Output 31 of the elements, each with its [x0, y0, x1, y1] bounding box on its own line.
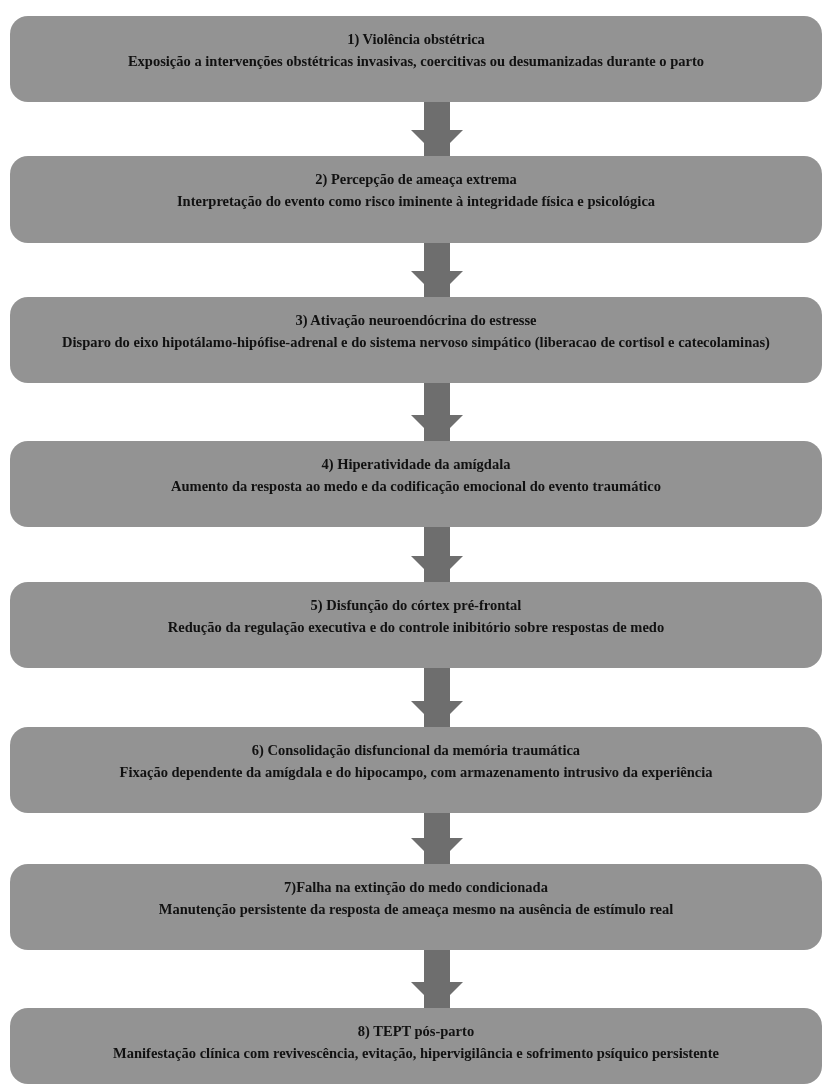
arrow	[411, 102, 463, 159]
step-description: Interpretação do evento como risco iminente à integridade física e psicológica	[176, 192, 656, 212]
arrow	[411, 383, 463, 444]
process-box	[10, 156, 822, 243]
step-title: 7)Falha na extinção do medo condicionada	[284, 878, 548, 897]
process-box	[10, 864, 822, 950]
step-description: Manutenção persistente da resposta de ameaça mesmo na ausência de estímulo real	[158, 900, 674, 920]
step-description: Redução da regulação executiva e do controle inibitório sobre respostas de medo	[167, 618, 665, 638]
step-title: 4) Hiperatividade da amígdala	[321, 455, 511, 474]
process-box	[10, 582, 822, 668]
arrow	[411, 243, 463, 300]
process-box	[10, 1008, 822, 1084]
arrow	[411, 527, 463, 585]
step-title: 8) TEPT pós-parto	[357, 1022, 475, 1041]
step-title: 5) Disfunção do córtex pré-frontal	[310, 596, 522, 615]
step-description: Aumento da resposta ao medo e da codificação emocional do evento traumático	[171, 477, 661, 497]
arrow	[411, 668, 463, 730]
step-title: 1) Violência obstétrica	[347, 30, 485, 49]
step-description: Exposição a intervenções obstétricas invasivas, coercitivas ou desumanizadas durante o parto	[127, 52, 705, 72]
process-box	[10, 727, 822, 813]
step-description: Fixação dependente da amígdala e do hipocampo, com armazenamento intrusivo da experiência	[119, 763, 713, 783]
step-title: 3) Ativação neuroendócrina do estresse	[295, 311, 537, 330]
process-box	[10, 441, 822, 527]
arrow	[411, 813, 463, 867]
arrow	[411, 950, 463, 1011]
step-title: 2) Percepção de ameaça extrema	[315, 170, 517, 189]
step-description: Disparo do eixo hipotálamo-hipófise-adrenal e do sistema nervoso simpático (liberacao de cortisol e catecolaminas)	[62, 333, 770, 353]
process-box	[10, 297, 822, 383]
step-description: Manifestação clínica com revivescência, evitação, hipervigilância e sofrimento psíquico persistente	[113, 1044, 719, 1064]
step-title: 6) Consolidação disfuncional da memória traumática	[251, 741, 581, 760]
process-box	[10, 16, 822, 102]
